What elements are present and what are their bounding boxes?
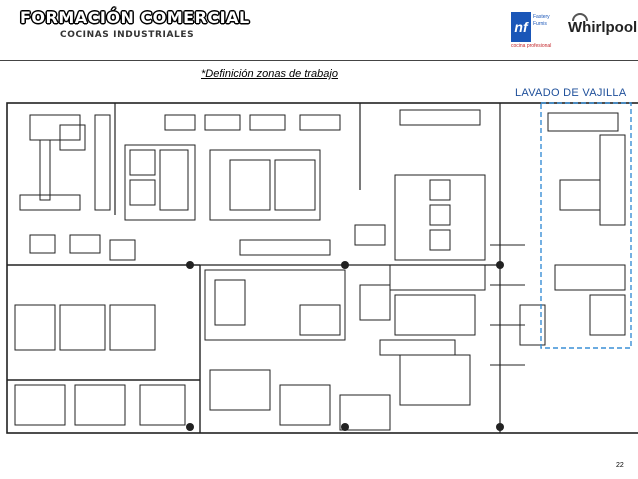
dishwashing-zone-outline bbox=[540, 102, 632, 349]
plan-counter bbox=[379, 339, 456, 356]
plan-dish-counter bbox=[547, 112, 619, 132]
plan-fryer bbox=[129, 179, 156, 206]
header-divider bbox=[0, 60, 638, 61]
plan-cold-room bbox=[74, 384, 126, 426]
plan-fryer bbox=[129, 149, 156, 176]
plan-column bbox=[496, 261, 504, 269]
plan-counter bbox=[389, 264, 486, 291]
plan-range bbox=[229, 159, 271, 211]
plan-equipment bbox=[94, 114, 111, 211]
partner-name-line1: Fastery bbox=[533, 14, 550, 20]
plan-desk bbox=[29, 114, 81, 141]
plan-cold-room bbox=[59, 304, 106, 351]
plan-outer-wall bbox=[6, 102, 638, 434]
plan-cooking-island bbox=[394, 174, 486, 261]
plan-burner bbox=[429, 229, 451, 251]
partner-logo-mark: nf bbox=[511, 12, 531, 42]
kitchen-floor-plan bbox=[6, 102, 638, 434]
plan-dishwasher bbox=[559, 179, 601, 211]
plan-cold-room bbox=[14, 384, 66, 426]
plan-shelf bbox=[249, 114, 286, 131]
plan-sink bbox=[299, 304, 341, 336]
plan-cooking-island bbox=[124, 144, 196, 221]
plan-service-counter bbox=[204, 269, 346, 341]
plan-dish-counter bbox=[599, 134, 626, 226]
plan-table bbox=[109, 239, 136, 261]
whirlpool-logo-text: Whirlpool bbox=[568, 19, 638, 36]
plan-shelf bbox=[399, 109, 481, 126]
page-number: 22 bbox=[616, 462, 624, 469]
plan-counter bbox=[209, 369, 271, 411]
plan-cold-room bbox=[139, 384, 186, 426]
partner-logo: nf Fastery Furnis cocina profesional bbox=[511, 12, 559, 49]
plan-counter bbox=[394, 294, 476, 336]
partner-tagline: cocina profesional bbox=[511, 43, 552, 49]
plan-counter bbox=[39, 139, 51, 201]
plan-column bbox=[496, 423, 504, 431]
partner-logo-text: Fastery Furnis bbox=[533, 12, 550, 42]
plan-column bbox=[186, 423, 194, 431]
brand-title: FORMACIÓN COMERCIAL bbox=[20, 8, 250, 27]
brand-subtitle: COCINAS INDUSTRIALES bbox=[60, 30, 195, 40]
plan-hood bbox=[239, 239, 331, 256]
plan-column bbox=[341, 423, 349, 431]
plan-burner bbox=[429, 179, 451, 201]
plan-cold-room bbox=[14, 304, 56, 351]
plan-counter bbox=[399, 354, 471, 406]
whirlpool-swirl-icon bbox=[572, 13, 588, 21]
plan-table bbox=[59, 124, 86, 151]
plan-cooking-island bbox=[209, 149, 321, 221]
plan-column bbox=[186, 261, 194, 269]
plan-dish-table bbox=[589, 294, 626, 336]
plan-table bbox=[69, 234, 101, 254]
plan-counter bbox=[279, 384, 331, 426]
plan-burner bbox=[429, 204, 451, 226]
plan-shelf bbox=[204, 114, 241, 131]
plan-counter bbox=[339, 394, 391, 431]
plan-sink bbox=[214, 279, 246, 326]
plan-column bbox=[341, 261, 349, 269]
partner-name-line2: Furnis bbox=[533, 21, 547, 27]
plan-range bbox=[274, 159, 316, 211]
plan-counter bbox=[354, 224, 386, 246]
plan-cold-room bbox=[109, 304, 156, 351]
plan-griddle bbox=[159, 149, 189, 211]
plan-table bbox=[29, 234, 56, 254]
section-title: *Definición zonas de trabajo bbox=[201, 68, 338, 80]
plan-shelf bbox=[164, 114, 196, 131]
dishwashing-area-label: LAVADO DE VAJILLA bbox=[515, 87, 627, 99]
plan-bench bbox=[19, 194, 81, 211]
whirlpool-logo: Whirlpool bbox=[568, 13, 638, 36]
plan-shelf bbox=[299, 114, 341, 131]
plan-counter bbox=[359, 284, 391, 321]
plan-dish-counter bbox=[554, 264, 626, 291]
